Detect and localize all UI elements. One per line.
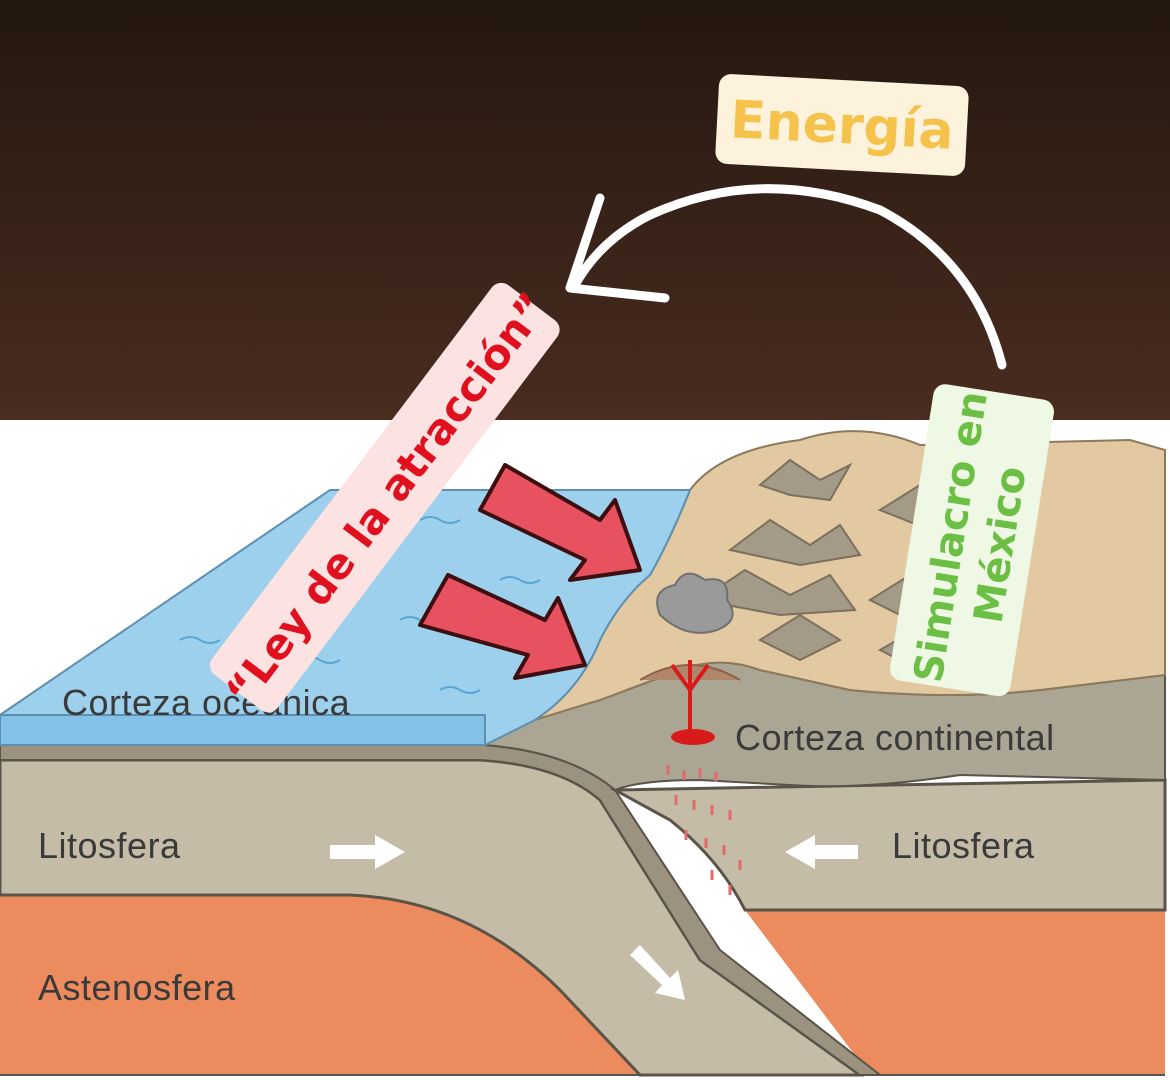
curved-arrow-icon — [565, 184, 1007, 370]
energia-tag: Energía — [715, 74, 969, 176]
dark-banner — [0, 0, 1170, 420]
asthenosphere-layer — [0, 895, 640, 1075]
lithosphere-right — [609, 778, 1167, 912]
litosfera-left-label: Litosfera — [38, 825, 181, 866]
litosfera-right-label: Litosfera — [892, 825, 1035, 866]
energia-text: Energía — [729, 90, 955, 162]
red-arrow-icon — [418, 463, 642, 680]
corteza-oceanica-label: Corteza oceánica — [62, 682, 351, 723]
left-arrow-icon — [785, 835, 858, 869]
asthenosphere-right — [745, 910, 1165, 1075]
volcano-icon — [639, 572, 742, 895]
astenosfera-label: Astenosfera — [38, 967, 236, 1008]
right-arrow-icon — [330, 835, 405, 869]
down-arrow-icon — [630, 945, 685, 1000]
corteza-continental-label: Corteza continental — [735, 717, 1055, 758]
